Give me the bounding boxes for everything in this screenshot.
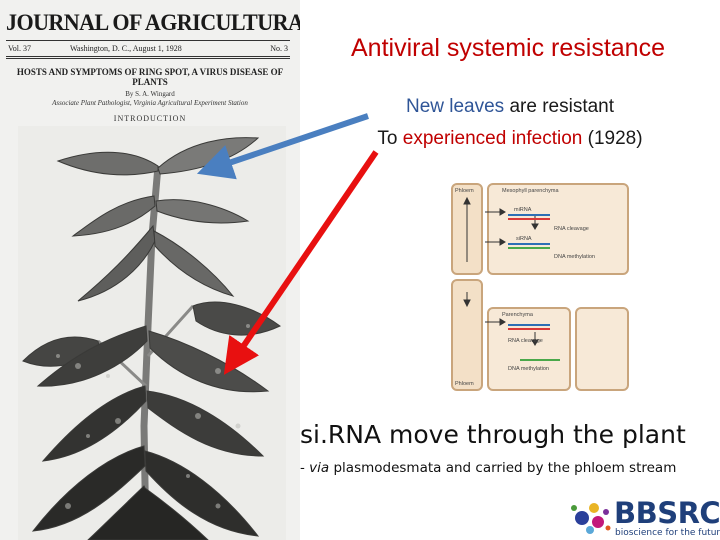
subtitle-line-1-rest: are resistant — [504, 96, 615, 117]
diagram-label-dna-methylation: DNA methylation — [554, 254, 595, 260]
diagram-label-phloem-top: Phloem — [455, 188, 474, 194]
subtitle-line-1: New leaves are resistant — [300, 96, 720, 118]
sirna-heading: si.RNA move through the plant — [300, 420, 686, 449]
diagram-label-parenchyma: Parenchyma — [502, 312, 534, 318]
subtitle-line-2: To experienced infection (1928) — [300, 128, 720, 150]
diagram-label-phloem-bottom: Phloem — [455, 381, 474, 387]
diagram-label-mirna: miRNA — [514, 207, 532, 213]
new-leaves-highlight: New leaves — [405, 96, 505, 117]
experienced-infection-highlight: experienced infection — [402, 128, 583, 149]
sirna-sub-prefix: - — [300, 460, 310, 476]
journal-article-title: HOSTS AND SYMPTOMS OF RING SPOT, A VIRUS… — [16, 67, 284, 87]
subtitle-line-2-rest: (1928) — [582, 128, 643, 149]
journal-place-date: Washington, D. C., August 1, 1928 — [70, 44, 182, 53]
sirna-description: - via plasmodesmata and carried by the p… — [300, 460, 676, 476]
diagram-label-rna-cleavage-2: RNA cleavage — [508, 338, 543, 344]
journal-page-image: JOURNAL OF AGRICULTURAL RESEARCH Vol. 37… — [0, 0, 300, 540]
bbsrc-emblem-icon — [571, 503, 611, 534]
sirna-sub-via: via — [309, 460, 330, 476]
infected-plant-photo — [18, 126, 286, 540]
sirna-movement-diagram: Phloem Mesophyll parenchyma miRNA RNA cl… — [451, 183, 629, 391]
journal-title: JOURNAL OF AGRICULTURAL RESEARCH — [6, 10, 300, 35]
journal-rule-mid — [6, 56, 290, 57]
bbsrc-tagline: bioscience for the future — [615, 528, 720, 538]
journal-author-name: By S. A. Wingard — [125, 90, 175, 98]
diagram-label-dna-methylation-2: DNA methylation — [508, 366, 549, 372]
journal-author: By S. A. Wingard Associate Plant Patholo… — [8, 90, 292, 108]
journal-affiliation: Associate Plant Pathologist, Virginia Ag… — [52, 99, 248, 107]
subtitle-line-2-start: To — [377, 128, 403, 149]
journal-rule-top — [6, 40, 290, 41]
journal-number: No. 3 — [270, 44, 288, 53]
journal-volume: Vol. 37 — [8, 44, 31, 53]
sirna-sub-rest: plasmodesmata and carried by the phloem … — [329, 460, 677, 476]
diagram-label-rna-cleavage: RNA cleavage — [554, 226, 589, 232]
journal-rule-mid2 — [6, 58, 290, 59]
bbsrc-logo-text: BBSRC — [614, 496, 720, 530]
journal-section: INTRODUCTION — [113, 114, 187, 123]
diagram-label-mesophyll: Mesophyll parenchyma — [502, 188, 559, 194]
diagram-label-sirna: siRNA — [516, 236, 532, 242]
slide-title: Antiviral systemic resistance — [351, 34, 665, 62]
bbsrc-logo-mark — [571, 503, 611, 534]
